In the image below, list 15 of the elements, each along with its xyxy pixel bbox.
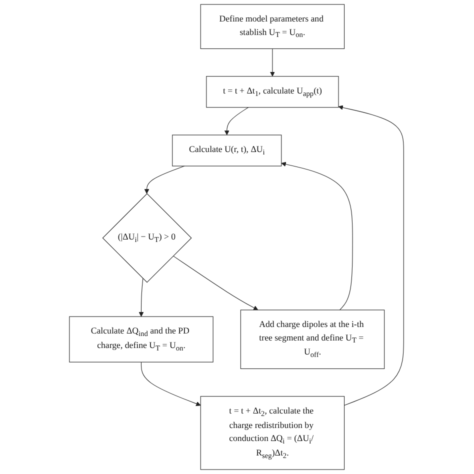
arrow <box>270 48 276 77</box>
node-box: t = t + Δt$_{1}$, calculate U$_{app}$(t) <box>206 76 340 108</box>
arrow <box>338 105 404 406</box>
arrow <box>282 162 354 310</box>
node-box: Calculate ΔQ$_{ind}$ and the PD charge, define U$_{T}$ = U$_{on}$. <box>70 316 214 362</box>
arrow <box>173 256 259 310</box>
arrow <box>144 166 186 194</box>
node-box: Add charge dipoles at the i-th tree segment and define U$_{T}$ = U$_{off}$. <box>240 310 386 369</box>
node-box: Calculate U(r, t), ΔU$_{i}$ <box>172 134 282 166</box>
arrow <box>224 107 250 136</box>
arrow <box>141 362 202 406</box>
node-box: t = t + Δt$_{2}$, calculate the charge redistribution by conduction ΔQ$_{i}$ = (ΔU$_{i}$/ R$_{seg}$)Δt$_{2}$. <box>200 396 345 470</box>
node-diamond: (|ΔU$_{i}$| − U$_{T}$) > 0 <box>102 193 192 283</box>
node-box: Define model parameters and stablish U$_{T}$ = U$_{on}$. <box>200 4 345 49</box>
arrow <box>139 278 144 317</box>
